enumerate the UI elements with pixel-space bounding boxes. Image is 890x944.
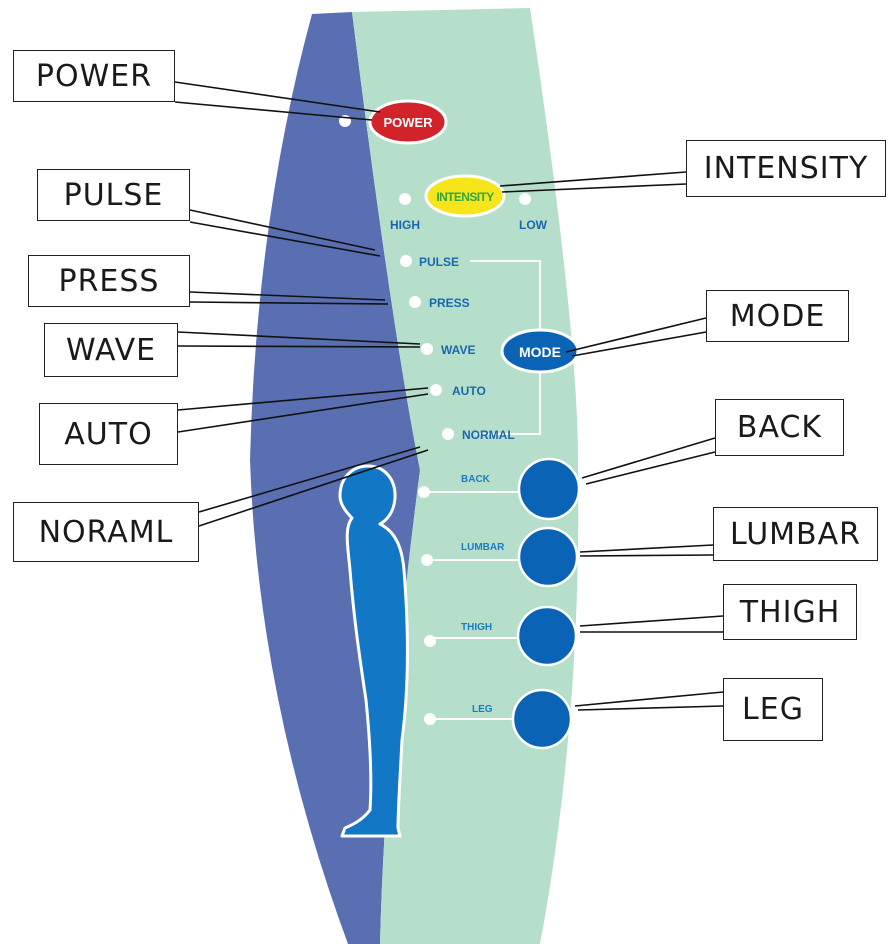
high-led: [399, 193, 411, 205]
normal-led: [442, 428, 454, 440]
callout-mode: MODE: [706, 290, 849, 342]
zone-label-lumbar: LUMBAR: [461, 542, 505, 553]
callout-lumbar: LUMBAR: [713, 507, 878, 561]
zone-label-back: BACK: [461, 474, 491, 485]
low-led: [519, 193, 531, 205]
high-label: HIGH: [390, 218, 420, 232]
mode-label-normal: NORMAL: [462, 428, 515, 442]
callout-wave: WAVE: [44, 323, 178, 377]
intensity-button-label: INTENSITY: [436, 190, 494, 204]
callout-back: BACK: [715, 399, 844, 456]
callout-normal: NORAML: [13, 502, 199, 562]
zone-label-leg: LEG: [472, 704, 493, 715]
callout-power: POWER: [13, 50, 175, 102]
lumbar-led: [421, 554, 433, 566]
intensity-button[interactable]: INTENSITY: [426, 176, 504, 216]
callout-intensity: INTENSITY: [686, 140, 886, 197]
low-label: LOW: [519, 218, 548, 232]
callout-pulse: PULSE: [37, 169, 190, 221]
power-button[interactable]: POWER: [370, 101, 446, 143]
leg-led: [424, 713, 436, 725]
lumbar-button[interactable]: [519, 528, 577, 586]
back-led: [418, 486, 430, 498]
thigh-button[interactable]: [518, 607, 576, 665]
mode-button[interactable]: MODE: [502, 330, 578, 372]
mode-label-auto: AUTO: [452, 384, 486, 398]
pulse-led: [400, 255, 412, 267]
leg-button[interactable]: [513, 690, 571, 748]
mode-label-pulse: PULSE: [419, 255, 459, 269]
callout-thigh: THIGH: [723, 584, 857, 640]
thigh-led: [424, 635, 436, 647]
back-button[interactable]: [519, 459, 579, 519]
mode-button-label: MODE: [519, 344, 561, 360]
callout-auto: AUTO: [39, 403, 178, 465]
wave-led: [421, 343, 433, 355]
press-led: [409, 296, 421, 308]
zone-label-thigh: THIGH: [461, 622, 492, 633]
auto-led: [430, 384, 442, 396]
callout-press: PRESS: [28, 255, 190, 307]
mode-label-wave: WAVE: [441, 343, 475, 357]
mode-label-press: PRESS: [429, 296, 470, 310]
callout-leg: LEG: [723, 678, 823, 741]
power-button-label: POWER: [383, 115, 433, 130]
